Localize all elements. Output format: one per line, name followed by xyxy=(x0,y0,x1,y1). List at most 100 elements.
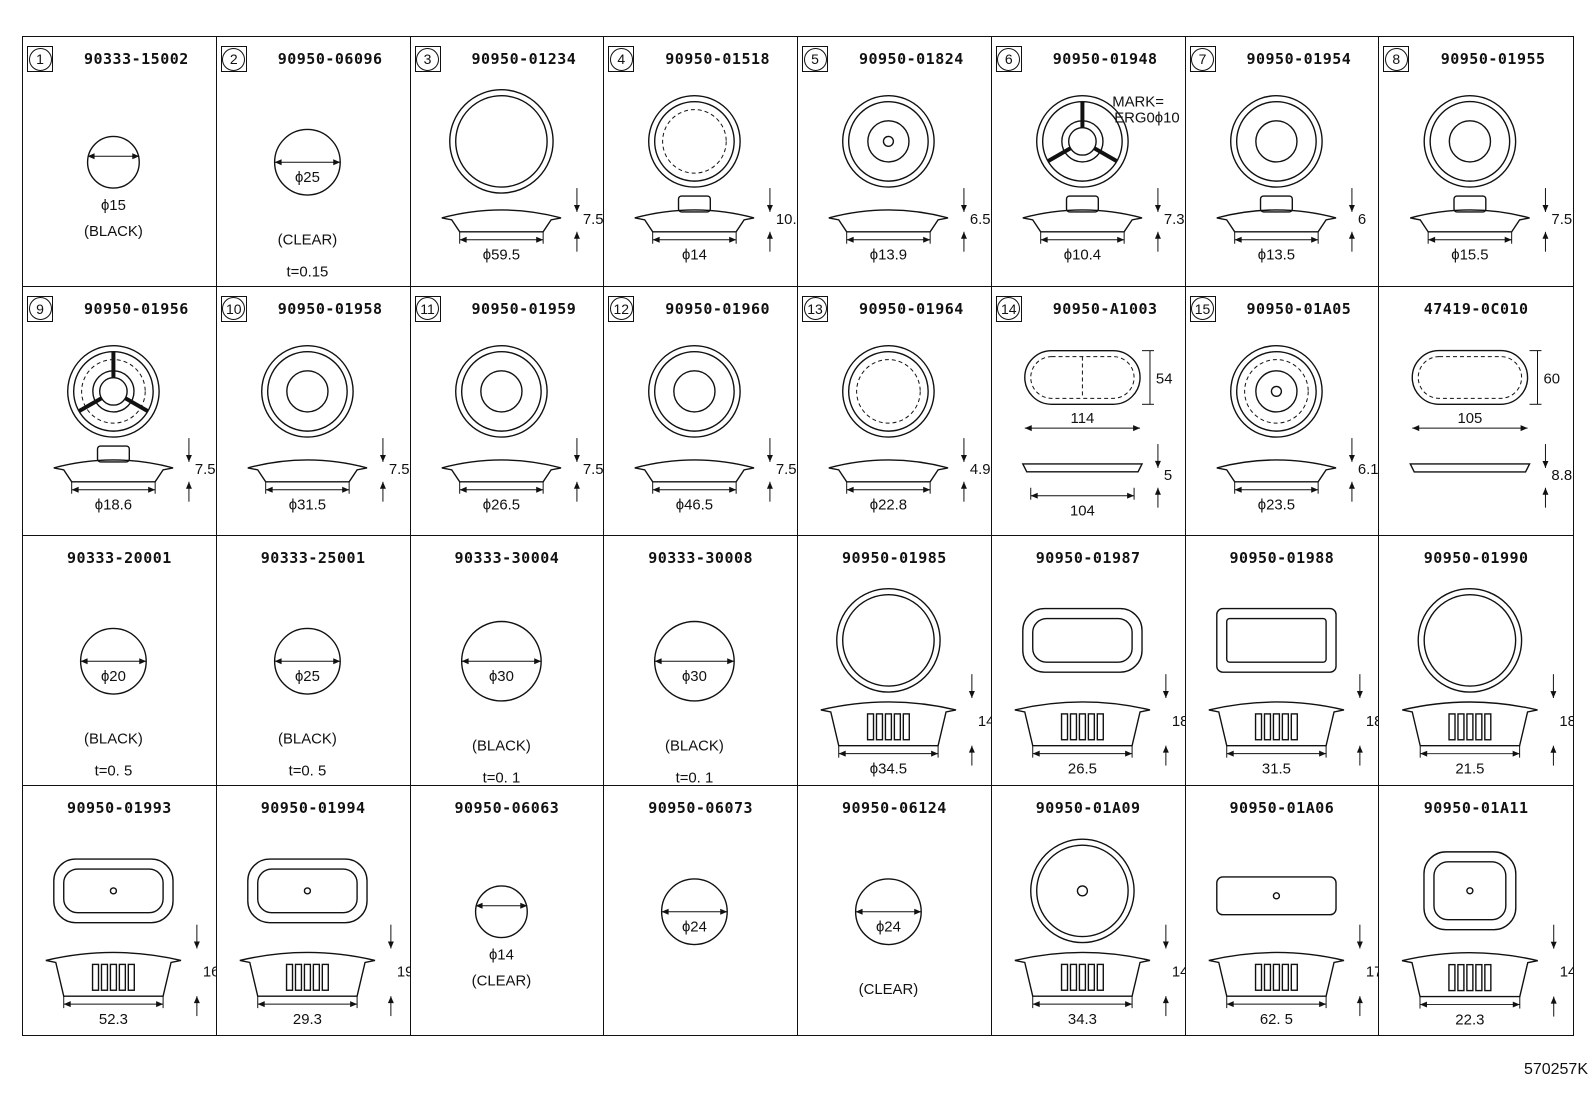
grommet-top-view xyxy=(474,884,528,938)
grommet-side-view xyxy=(239,951,375,997)
height-label: 14 xyxy=(1172,964,1186,980)
part-number: 90950-01954 xyxy=(1246,50,1352,68)
mark-note: ERG0ϕ10 xyxy=(1114,111,1179,127)
part-number: 90950-01988 xyxy=(1229,549,1335,567)
part-drawing: 19.529.3 xyxy=(239,857,411,1028)
grommet-side-view xyxy=(247,458,367,482)
grommet-outer-rim xyxy=(842,344,935,438)
height-label: 7.5 xyxy=(582,461,603,477)
part-drawing: 17. 262. 5 xyxy=(1208,875,1378,1028)
grommet-side-view xyxy=(820,701,957,747)
index-badge: 1 xyxy=(27,46,53,72)
part-number: 90950-06096 xyxy=(277,50,383,68)
height-label: 60 xyxy=(1544,371,1561,387)
part-number: 90950-A1003 xyxy=(1052,299,1158,318)
color-note: (BLACK) xyxy=(84,224,143,240)
grommet-side-view xyxy=(1409,462,1531,473)
part-drawing: ϕ20(BLACK)t=0. 5 xyxy=(79,627,147,780)
index-number: 7 xyxy=(1191,47,1214,71)
part-number: 90333-30004 xyxy=(454,549,560,567)
index-badge: 8 xyxy=(1383,46,1410,72)
height-label: 6.5 xyxy=(970,212,991,228)
index-badge: 14 xyxy=(995,295,1022,322)
part-drawing: ϕ24(CLEAR) xyxy=(854,877,922,998)
part-drawing: 10.7 ϕ14 xyxy=(634,94,798,264)
index-badge: 4 xyxy=(608,46,635,72)
height-label: 10.7 xyxy=(776,212,798,228)
height-label: 8.8 xyxy=(1552,467,1573,483)
diameter-label: ϕ34.5 xyxy=(870,762,907,778)
oval-grommet-top-view xyxy=(1411,349,1529,405)
diameter-label: 31.5 xyxy=(1261,762,1290,778)
color-note: (BLACK) xyxy=(472,739,531,755)
part-number: 90950-01958 xyxy=(277,299,383,318)
part-drawing: ϕ24 xyxy=(661,877,729,945)
part-number: 90950-01A09 xyxy=(1035,798,1141,817)
diameter-label: ϕ14 xyxy=(488,947,513,963)
grommet-side-view xyxy=(1014,701,1150,747)
grommet-outer-rim xyxy=(836,588,941,693)
diameter-label: ϕ14 xyxy=(682,248,707,264)
height-label: 19.5 xyxy=(397,964,411,980)
height-label: 5 xyxy=(1164,467,1172,483)
rect-grommet-top-view xyxy=(1021,607,1143,673)
part-number: 90950-01993 xyxy=(66,798,172,817)
index-badge: 5 xyxy=(802,46,828,72)
grommet-side-view xyxy=(1014,951,1150,997)
index-number: 12 xyxy=(609,297,633,320)
thickness-note: t=0. 5 xyxy=(95,764,133,780)
part-number: 90950-01948 xyxy=(1052,50,1158,68)
diameter-label: ϕ25 xyxy=(295,170,320,186)
grommet-side-view xyxy=(1216,458,1336,482)
diameter-label: ϕ23.5 xyxy=(1257,497,1294,513)
part-number: 90950-06073 xyxy=(648,798,754,817)
index-badge: 13 xyxy=(802,295,828,322)
index-badge: 2 xyxy=(220,46,247,72)
height-label: 18.4 xyxy=(1172,714,1186,730)
height-label: 7.3 xyxy=(1164,212,1185,228)
part-drawing: ϕ30(BLACK)t=0. 1 xyxy=(654,620,736,785)
diameter-label: ϕ46.5 xyxy=(676,497,713,513)
grommet-top-view xyxy=(661,877,729,945)
part-cell: 90950-06073 ϕ24 xyxy=(604,785,798,1035)
thickness-note: t=0. 5 xyxy=(288,764,326,780)
height-label: 7.5 xyxy=(1552,212,1573,228)
index-number: 1 xyxy=(28,47,52,71)
part-number: 90950-01987 xyxy=(1035,549,1141,567)
grommet-outer-rim xyxy=(454,344,548,438)
grommet-outer-rim xyxy=(1423,94,1517,188)
diameter-label: ϕ24 xyxy=(682,919,707,935)
diameter-label: ϕ24 xyxy=(876,919,901,935)
grommet-outer-rim xyxy=(842,94,935,188)
rect-grommet-top-view xyxy=(53,857,174,923)
grommet-outer-rim xyxy=(1029,838,1135,943)
grommet-side-view xyxy=(45,951,182,997)
grommet-outer-rim xyxy=(1229,344,1323,438)
part-drawing: ϕ25(BLACK)t=0. 5 xyxy=(273,627,341,780)
color-note: (CLEAR) xyxy=(471,973,531,989)
rect-grommet-top-view xyxy=(1215,875,1337,915)
diameter-label: ϕ10.4 xyxy=(1063,248,1100,264)
grommet-outer-rim xyxy=(1035,94,1129,188)
height-label: 4.9 xyxy=(970,461,991,477)
